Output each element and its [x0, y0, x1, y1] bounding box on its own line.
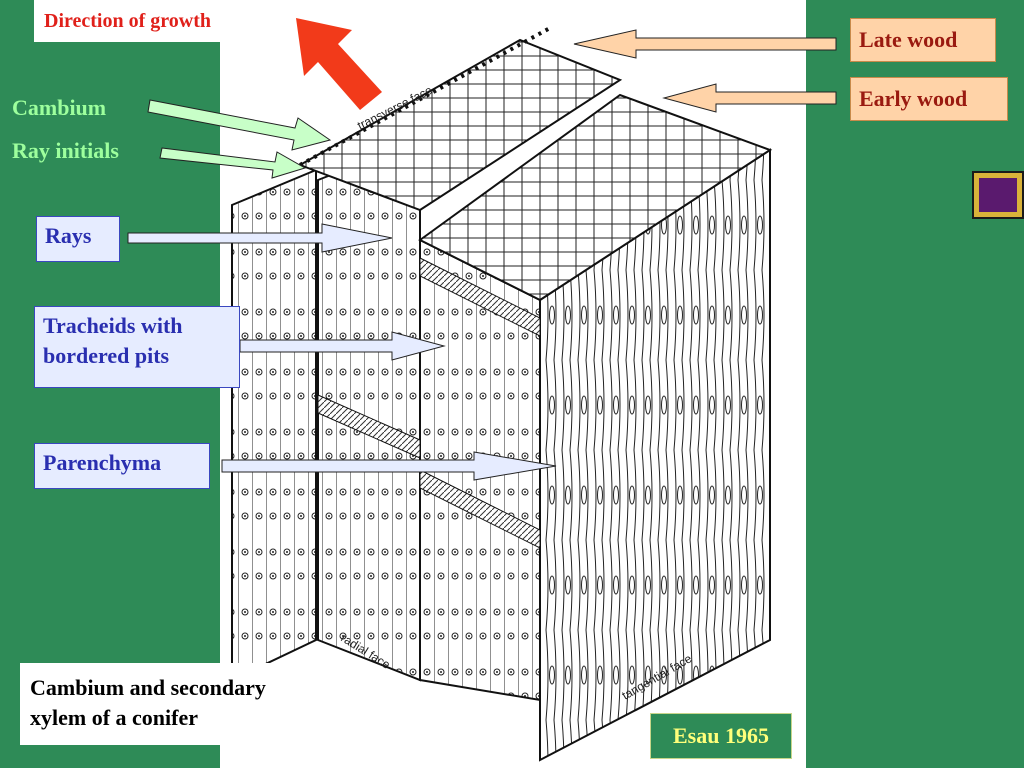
parenchyma-label: Parenchyma [34, 443, 210, 489]
rays-arrow [127, 223, 393, 253]
cambium-label: Cambium [12, 95, 107, 120]
logo-emblem-icon [979, 178, 1017, 212]
late-wood-arrow [573, 29, 837, 59]
citation: Esau 1965 [650, 713, 792, 759]
cambium-arrow [147, 99, 332, 151]
transverse-face-left [297, 38, 623, 212]
early-wood-label: Early wood [850, 77, 1008, 121]
caption-line2: xylem of a conifer [30, 705, 198, 730]
ray-band [419, 257, 541, 337]
tracheids-label: Tracheids with bordered pits [34, 306, 240, 388]
tracheids-label-line1: Tracheids with [43, 313, 183, 338]
late-wood-label: Late wood [850, 18, 996, 62]
rays-label: Rays [36, 216, 120, 262]
transverse-face-right [418, 93, 773, 302]
cambium-strip [231, 168, 317, 682]
caption-line1: Cambium and secondary [30, 675, 266, 700]
parenchyma-arrow [221, 451, 557, 481]
university-logo [972, 171, 1024, 219]
tracheids-arrow [239, 331, 446, 361]
direction-of-growth-label: Direction of growth [34, 0, 266, 42]
ray-band [317, 394, 421, 459]
ray-band [419, 469, 541, 549]
slide-caption: Cambium and secondary xylem of a conifer [20, 663, 342, 745]
ray-initials-arrow [159, 147, 307, 179]
growth-direction-arrow [296, 18, 382, 110]
tracheids-label-line2: bordered pits [43, 343, 170, 368]
ray-initials-label: Ray initials [12, 138, 119, 163]
early-wood-arrow [662, 83, 837, 113]
